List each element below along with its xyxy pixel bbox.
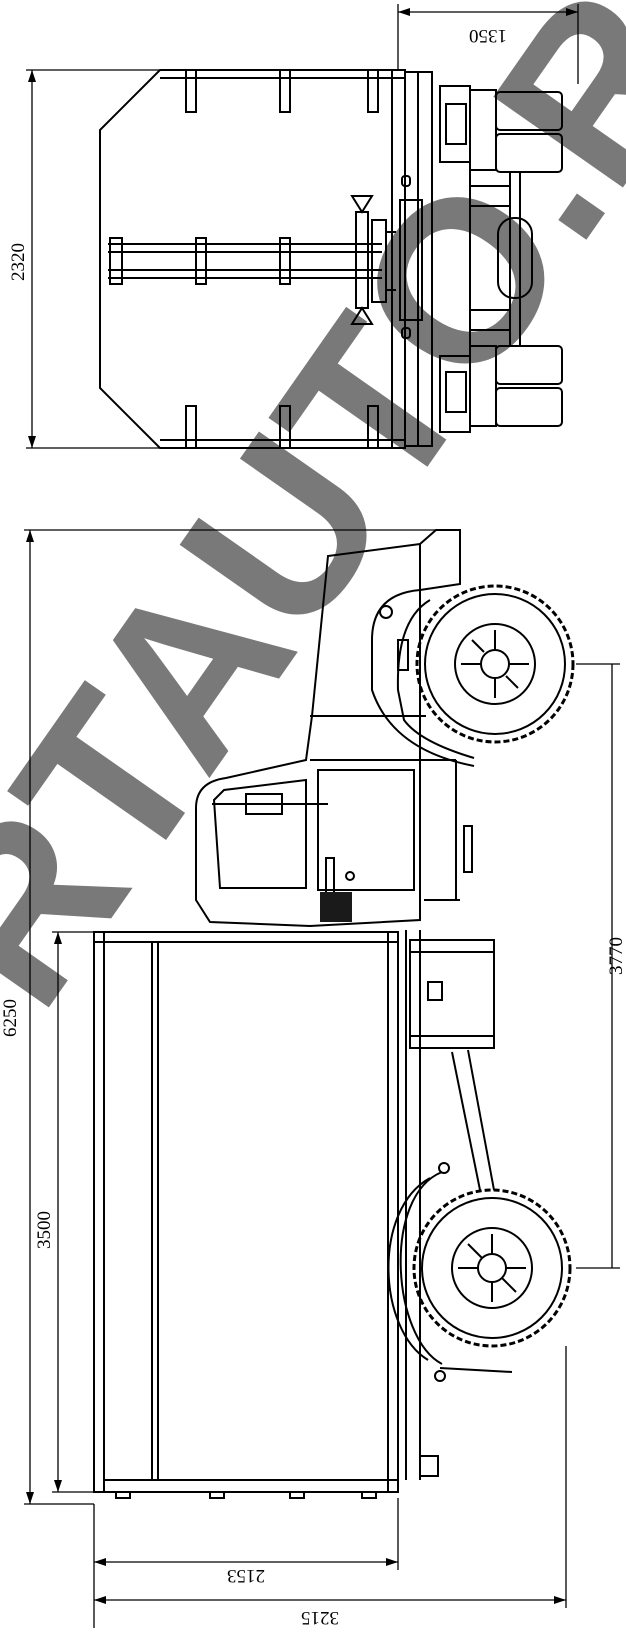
dim-overall-height: 3215 bbox=[301, 1607, 339, 1628]
dim-overall-length: 6250 bbox=[0, 999, 21, 1037]
vent-grille bbox=[320, 892, 352, 922]
fuel-tank bbox=[409, 939, 495, 1049]
front-wheel bbox=[415, 584, 575, 744]
watermark: RTAUTO.R bbox=[0, 0, 626, 1048]
cab-door bbox=[317, 769, 415, 891]
dim-wheelbase: 3770 bbox=[606, 937, 626, 975]
dim-body-length: 3500 bbox=[34, 1211, 55, 1249]
differential bbox=[497, 217, 533, 299]
cab-outline bbox=[195, 542, 421, 928]
end-view bbox=[99, 69, 563, 449]
cargo-box bbox=[93, 931, 399, 1493]
dim-track-width: 1350 bbox=[469, 25, 507, 46]
side-view bbox=[93, 529, 513, 1499]
rear-wheel bbox=[412, 1188, 572, 1348]
dim-body-height: 2153 bbox=[227, 1565, 265, 1586]
dimension-lines bbox=[24, 4, 620, 1628]
dim-overall-width: 2320 bbox=[8, 243, 29, 281]
cab-rear-window bbox=[212, 778, 307, 889]
